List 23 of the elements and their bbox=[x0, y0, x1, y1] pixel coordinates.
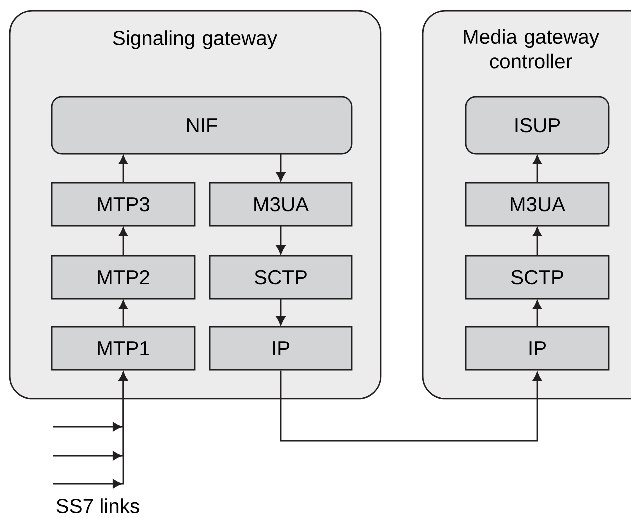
layer-box: MTP2 bbox=[51, 255, 196, 300]
arrow bbox=[118, 300, 128, 327]
layer-box: SCTP bbox=[465, 255, 610, 300]
layer-box: M3UA bbox=[465, 182, 610, 227]
arrow bbox=[53, 372, 128, 489]
layer-box: IP bbox=[209, 326, 353, 371]
arrow bbox=[276, 226, 286, 254]
arrow bbox=[532, 228, 542, 256]
arrow bbox=[276, 299, 286, 326]
arrow bbox=[276, 154, 286, 182]
layer-box: MTP3 bbox=[51, 182, 196, 227]
layer-box: IP bbox=[465, 326, 610, 371]
layer-box: SCTP bbox=[209, 255, 353, 300]
layer-box: MTP1 bbox=[51, 326, 196, 371]
arrow bbox=[118, 228, 128, 256]
layer-box: NIF bbox=[51, 96, 353, 155]
arrow bbox=[532, 300, 542, 327]
arrow bbox=[532, 156, 542, 183]
arrow bbox=[118, 156, 128, 183]
arrow bbox=[280, 370, 542, 442]
layer-box: M3UA bbox=[209, 182, 353, 227]
link-label: SS7 links bbox=[56, 498, 140, 514]
layer-box: ISUP bbox=[465, 96, 610, 155]
